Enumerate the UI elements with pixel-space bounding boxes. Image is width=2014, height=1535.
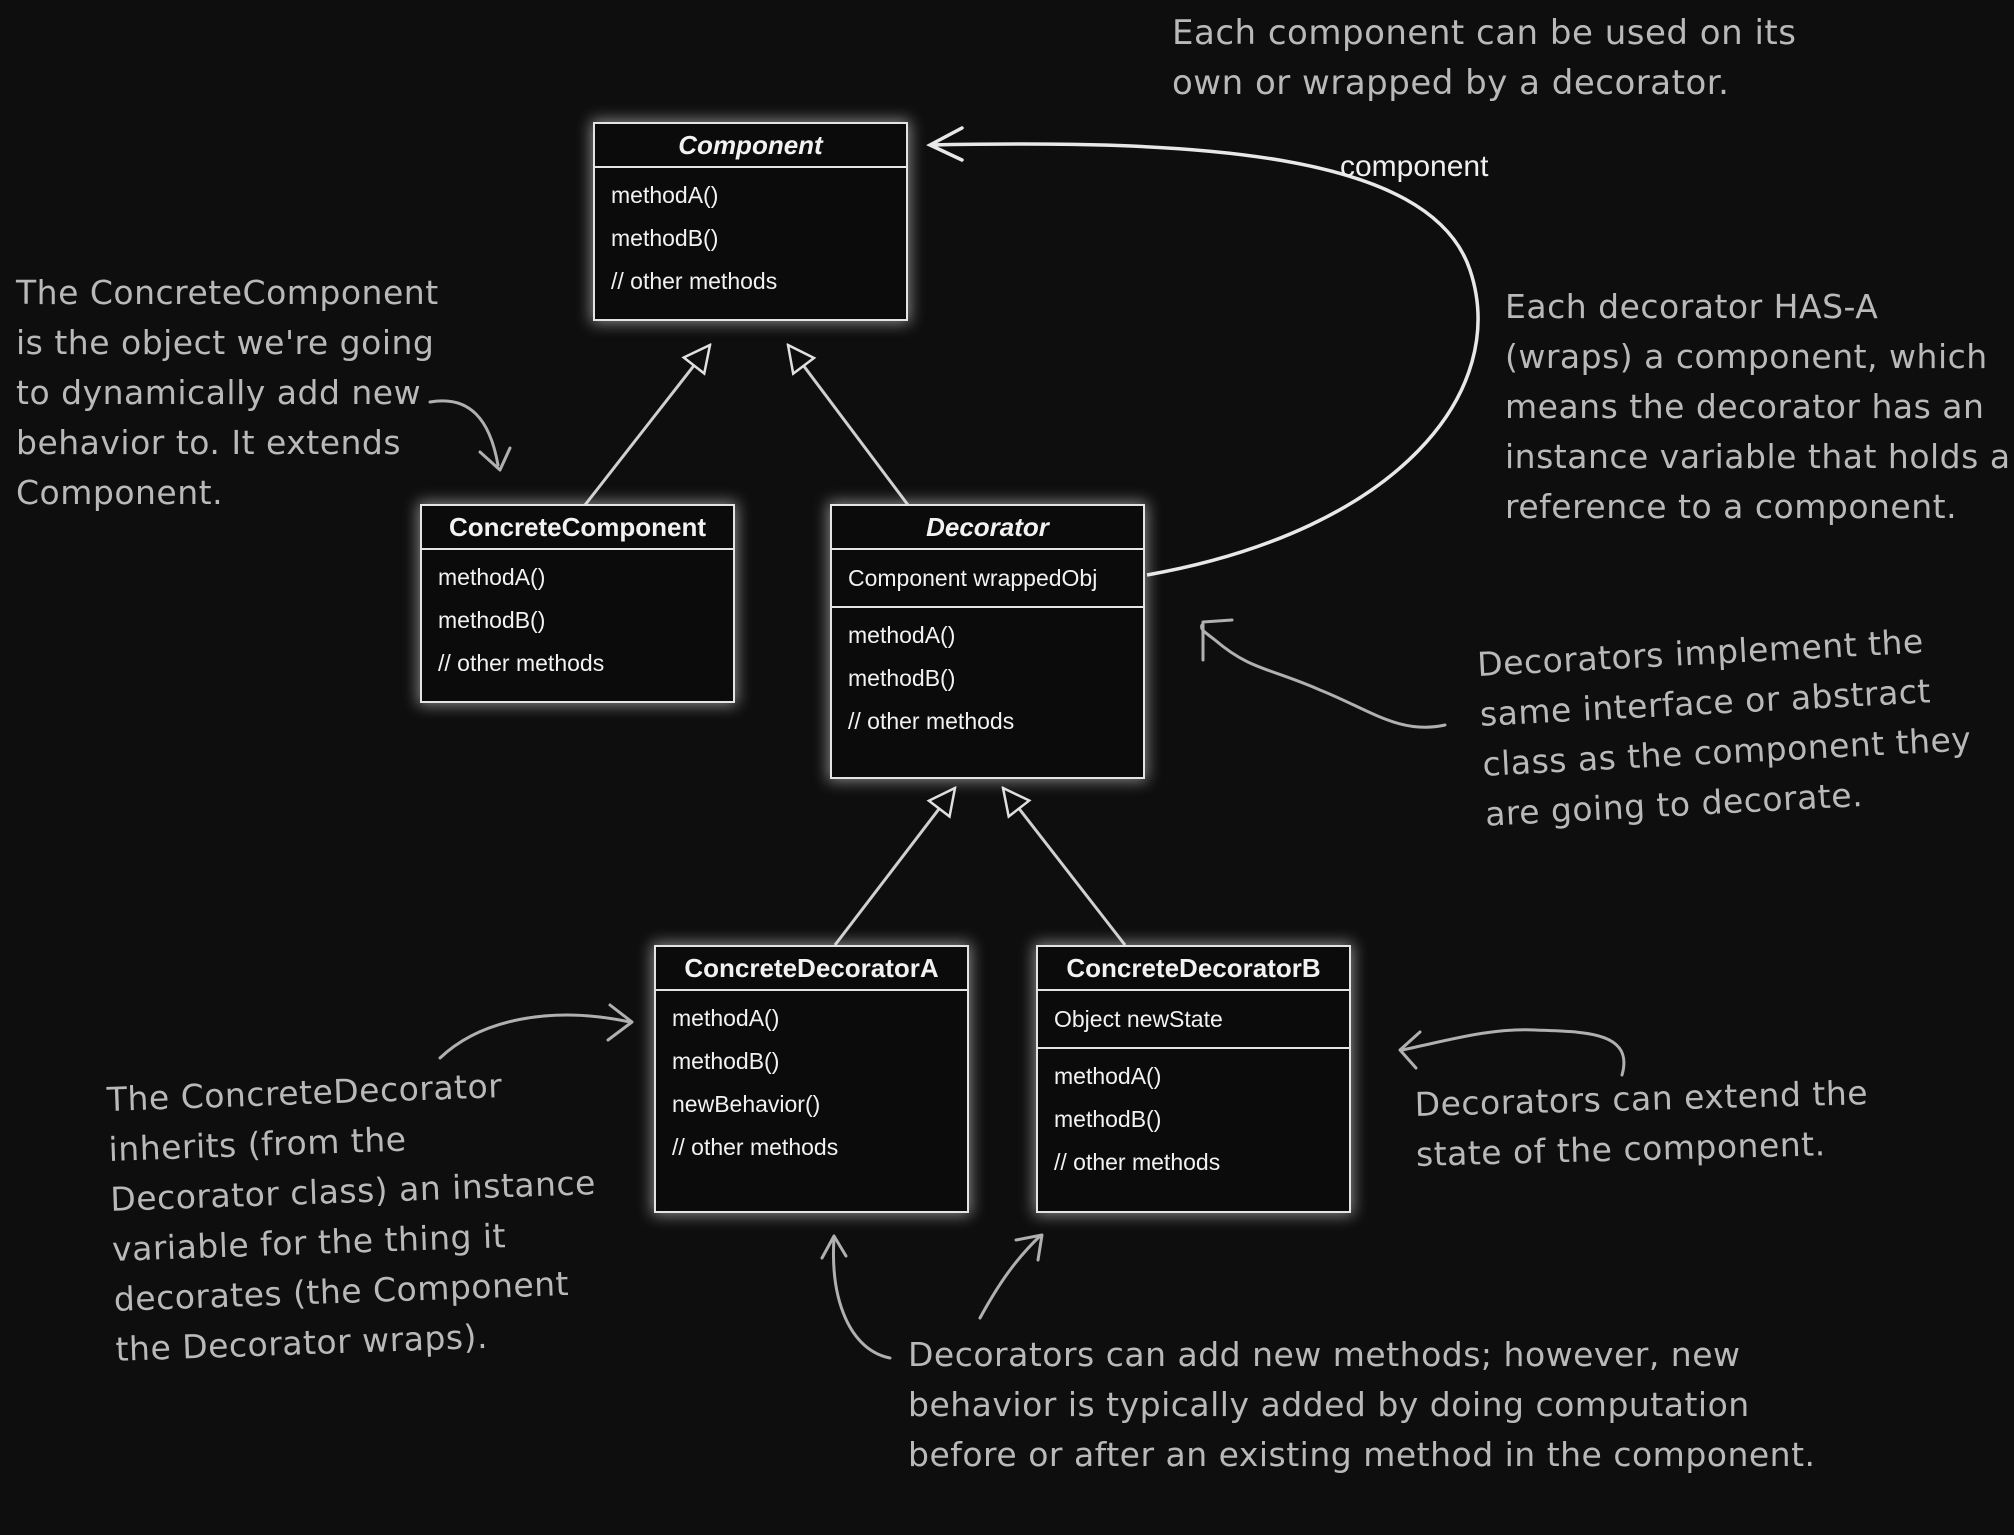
class-concretedecoratora-methods: methodA() methodB() newBehavior() // oth… (656, 991, 967, 1175)
inheritance-line-concretedecoratora (833, 788, 955, 946)
class-component-methods: methodA() methodB() // other methods (595, 168, 906, 309)
class-concretecomponent-methods: methodA() methodB() // other methods (422, 550, 733, 691)
inheritance-line-concretedecoratorb (1003, 788, 1127, 946)
class-decorator: Decorator Component wrappedObj methodA()… (830, 504, 1145, 779)
association-label: component (1340, 150, 1489, 183)
annotation-arrow-newmethods-right (978, 1234, 1042, 1320)
class-concretedecoratora-method: newBehavior() (672, 1091, 821, 1117)
class-component-method: methodA() (611, 182, 719, 208)
annotation-arrowhead-implement (1201, 618, 1234, 662)
association-arrowhead (926, 126, 964, 162)
note-right-state: Decorators can extend the state of the c… (1414, 1073, 1869, 1174)
inheritance-line-decorator (788, 345, 910, 506)
class-concretedecoratora-method: // other methods (672, 1134, 839, 1160)
note-right-has-a: Each decorator HAS-A (wraps) a component… (1505, 287, 2011, 526)
class-concretecomponent-method: // other methods (438, 650, 605, 676)
note-left-bottom: The ConcreteDecorator inherits (from the… (106, 1066, 597, 1369)
class-concretedecoratorb-fields: Object newState (1038, 991, 1349, 1049)
note-top-right: Each component can be used on its own or… (1172, 13, 1797, 103)
class-concretedecoratorb-method: methodB() (1054, 1106, 1162, 1132)
class-decorator-name: Decorator (832, 506, 1143, 550)
association-curve (929, 142, 1480, 577)
annotation-arrow-implement (1200, 623, 1447, 729)
class-concretedecoratora-method: methodB() (672, 1048, 780, 1074)
annotation-arrowhead-concretecomponent (478, 446, 512, 472)
inheritance-line-concretecomponent (583, 345, 710, 506)
class-decorator-method: // other methods (848, 708, 1015, 734)
class-concretedecoratorb-method: // other methods (1054, 1149, 1221, 1175)
class-concretedecoratora-name: ConcreteDecoratorA (656, 947, 967, 991)
class-concretedecoratorb: ConcreteDecoratorB Object newState metho… (1036, 945, 1351, 1213)
class-decorator-fields: Component wrappedObj (832, 550, 1143, 608)
note-right-implement: Decorators implement the same interface … (1476, 621, 1973, 834)
class-decorator-methods: methodA() methodB() // other methods (832, 608, 1143, 749)
class-concretedecoratorb-methods: methodA() methodB() // other methods (1038, 1049, 1349, 1190)
annotation-arrow-concretecomponent (428, 399, 500, 467)
annotation-arrow-state (1400, 1028, 1626, 1077)
note-left-top: The ConcreteComponent is the object we'r… (16, 273, 439, 512)
class-decorator-field: Component wrappedObj (848, 565, 1098, 591)
annotation-arrowhead-decoratora (606, 1003, 634, 1042)
class-concretedecoratorb-name: ConcreteDecoratorB (1038, 947, 1349, 991)
annotation-arrowhead-newmethods-left (820, 1234, 848, 1260)
class-concretedecoratora: ConcreteDecoratorA methodA() methodB() n… (654, 945, 969, 1213)
annotation-arrowhead-state (1398, 1030, 1422, 1070)
class-component: Component methodA() methodB() // other m… (593, 122, 908, 321)
class-decorator-method: methodA() (848, 622, 956, 648)
class-component-name: Component (595, 124, 906, 168)
class-concretedecoratorb-method: methodA() (1054, 1063, 1162, 1089)
class-concretecomponent-method: methodB() (438, 607, 546, 633)
note-bottom: Decorators can add new methods; however,… (908, 1335, 1816, 1474)
class-concretecomponent-name: ConcreteComponent (422, 506, 733, 550)
class-component-method: methodB() (611, 225, 719, 251)
annotation-arrow-decoratora (438, 1013, 632, 1060)
class-concretecomponent-method: methodA() (438, 564, 546, 590)
class-component-method: // other methods (611, 268, 778, 294)
class-concretedecoratorb-field: Object newState (1054, 1006, 1223, 1032)
class-concretecomponent: ConcreteComponent methodA() methodB() //… (420, 504, 735, 703)
annotation-arrowhead-newmethods-right (1014, 1233, 1044, 1262)
annotation-arrow-newmethods-left (832, 1236, 892, 1360)
class-decorator-method: methodB() (848, 665, 956, 691)
class-concretedecoratora-method: methodA() (672, 1005, 780, 1031)
